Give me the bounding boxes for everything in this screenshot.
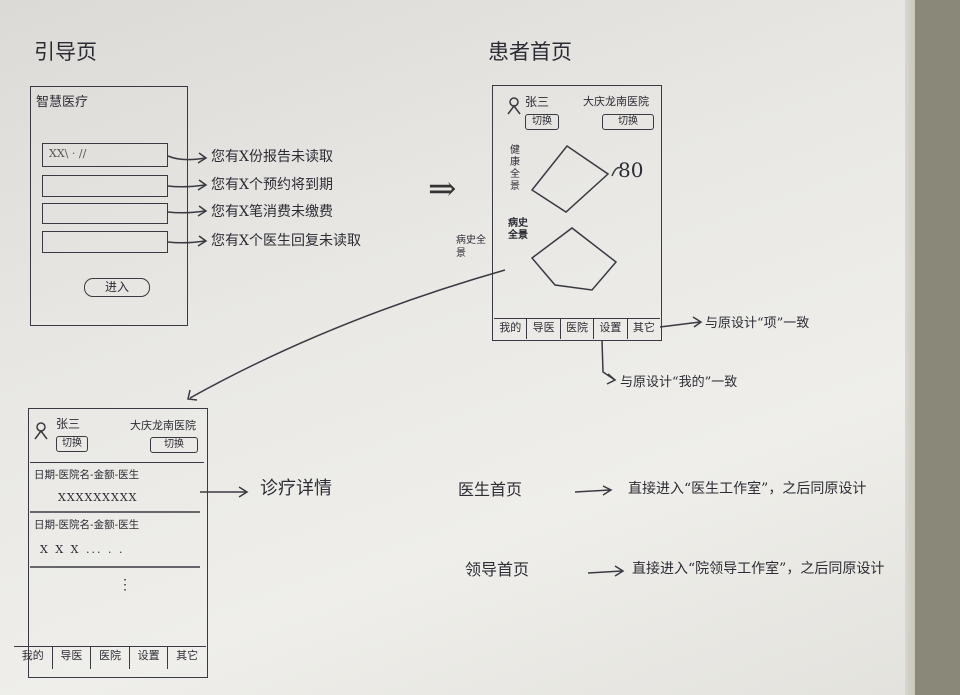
record-content: X X X ... . . (40, 543, 125, 556)
splash-field-1-value: XX\ · // (49, 147, 87, 160)
splash-title: 引导页 (34, 40, 97, 64)
detail-screen-frame (28, 408, 208, 678)
home-switch-hospital[interactable]: 切换 (602, 114, 654, 130)
home-bottom-nav: 我的 导医 医院 设置 其它 (494, 318, 660, 339)
health-overview-label: 健康全景 (510, 145, 520, 192)
home-nav-hospital[interactable]: 医院 (561, 319, 595, 339)
record-content: XXXXXXXXX (58, 491, 138, 504)
splash-field-1: XX\ · // (42, 143, 168, 167)
splash-note-2: 您有X个预约将到期 (211, 177, 333, 193)
enter-button[interactable]: 进入 (84, 278, 150, 297)
home-nav-other[interactable]: 其它 (632, 321, 655, 334)
home-nav-guide[interactable]: 导医 (527, 319, 561, 339)
list-more-indicator: ⋮ (118, 577, 132, 593)
detail-hospital-name: 大庆龙南医院 (130, 419, 196, 432)
detail-nav-hospital[interactable]: 医院 (91, 647, 130, 669)
home-note-right: 与原设计“项”一致 (705, 316, 810, 331)
splash-app-name: 智慧医疗 (36, 95, 89, 110)
health-score: 80 (618, 158, 644, 182)
paper-edge (905, 0, 915, 695)
history-label-inner: 病史全景 (508, 218, 528, 241)
home-title: 患者首页 (488, 40, 572, 64)
history-label-outer: 病史全景 (456, 235, 486, 259)
detail-user-name: 张三 (56, 417, 81, 431)
detail-bottom-nav: 我的 导医 医院 设置 其它 (14, 646, 206, 669)
splash-field-4 (42, 231, 168, 253)
home-screen-frame (492, 85, 662, 341)
detail-switch-hospital[interactable]: 切换 (150, 437, 198, 453)
detail-nav-other[interactable]: 其它 (176, 649, 199, 662)
splash-screen-frame (30, 86, 188, 326)
splash-note-1: 您有X份报告未读取 (211, 149, 333, 165)
doctor-home-label: 医生首页 (458, 480, 523, 499)
record-header: 日期-医院名-金额-医生 (34, 519, 140, 531)
splash-field-2 (42, 175, 168, 197)
home-switch-user[interactable]: 切换 (525, 114, 559, 130)
paper-sheet (0, 0, 912, 695)
diagnosis-detail-label: 诊疗详情 (260, 478, 332, 499)
home-note-below: 与原设计“我的”一致 (620, 375, 738, 390)
detail-nav-settings[interactable]: 设置 (130, 647, 169, 669)
detail-nav-guide[interactable]: 导医 (53, 647, 92, 669)
splash-note-4: 您有X个医生回复未读取 (211, 233, 361, 249)
doctor-home-note: 直接进入“医生工作室”，之后同原设计 (628, 481, 867, 497)
splash-field-3 (42, 203, 168, 224)
leader-home-label: 领导首页 (465, 560, 530, 579)
transition-arrow: ⇒ (428, 169, 457, 209)
detail-switch-user[interactable]: 切换 (56, 436, 88, 452)
splash-note-3: 您有X笔消费未缴费 (211, 204, 333, 220)
detail-header-divider (30, 462, 204, 463)
home-user-name: 张三 (525, 95, 550, 109)
home-hospital-name: 大庆龙南医院 (583, 95, 649, 108)
detail-nav-mine[interactable]: 我的 (14, 647, 53, 669)
home-nav-settings[interactable]: 设置 (594, 319, 628, 339)
home-nav-mine[interactable]: 我的 (494, 319, 528, 339)
record-header: 日期-医院名-金额-医生 (34, 469, 140, 481)
leader-home-note: 直接进入“院领导工作室”，之后同原设计 (632, 561, 885, 577)
